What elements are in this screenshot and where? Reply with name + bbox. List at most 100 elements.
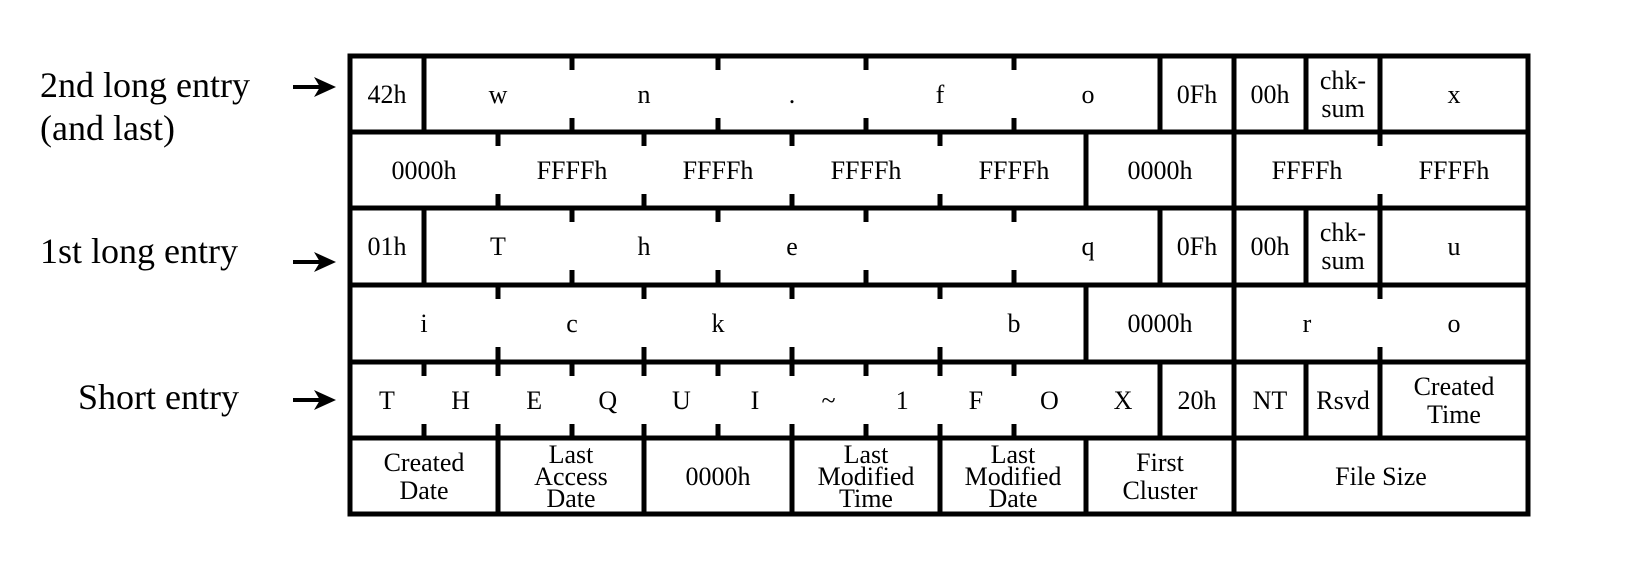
cell-text: NT [1253,386,1288,415]
name-char-cell: FFFFh [683,156,754,185]
cell-text: 1 [896,386,909,415]
cell-text: FFFFh [831,156,902,185]
cell-text: sum [1321,246,1364,275]
type-cell: 00h [1251,80,1290,109]
name-char-cell: E [526,386,542,415]
second-long-entry-label: 2nd long entry (and last) [40,64,250,150]
cell-text: File Size [1335,462,1427,491]
cell-text: i [420,309,427,338]
cell-text: b [1008,309,1021,338]
attribute-cell: 0Fh [1177,232,1217,261]
arrow-right-icon [293,77,336,97]
checksum-cell: chk-sum [1320,66,1366,123]
name-char-cell: . [789,80,796,109]
second-long-entry-label-line1: 2nd long entry [40,65,250,105]
cell-text: k [712,309,725,338]
cell-text: T [490,232,506,261]
cell-text: Created [384,448,465,477]
type-cell: 00h [1251,232,1290,261]
arrow-right-icon [293,390,336,410]
name-char-cell: 0000h [392,156,457,185]
cell-text: 00h [1251,80,1290,109]
ordinal-cell: 42h [368,80,407,109]
name-char-cell: r [1303,309,1312,338]
entry-row: 42h w n. f o 0Fh 00h chk-sum x [368,56,1461,132]
name-char-cell: o [1082,80,1095,109]
cell-text: ~ [822,386,836,415]
name-char-cell: F [969,386,983,415]
cell-text: chk- [1320,218,1366,247]
table-border [347,53,1531,517]
name-char-cell: e [786,232,798,261]
cell-text: First [1136,448,1184,477]
cell-text: Last [549,440,595,469]
name-char-cell: Q [598,386,617,415]
arrow-right-icon [293,252,336,272]
name-char-cell: FFFFh [831,156,902,185]
name-char-cell: n [638,80,651,109]
cell-text: U [672,386,691,415]
cell-text: u [1448,232,1461,261]
name-char-cell: FFFFh [979,156,1050,185]
cluster-cell: 0000h [1128,156,1193,185]
cell-text: 0000h [1128,156,1193,185]
attribute-cell: 20h [1178,386,1217,415]
cell-text: 0Fh [1177,80,1217,109]
cell-text: E [526,386,542,415]
cell-text: Last [991,440,1037,469]
cell-text: Time [839,484,893,513]
name-char-cell: ~ [822,386,836,415]
name-char-cell: f [936,80,945,109]
cell-text: Modified [818,462,915,491]
name-char-cell: i [420,309,427,338]
cell-text: q [1082,232,1095,261]
name-char-cell: T [490,232,506,261]
cell-text: 0Fh [1177,232,1217,261]
name-char-cell: 1 [896,386,909,415]
checksum-cell: chk-sum [1320,218,1366,275]
cell-text: 20h [1178,386,1217,415]
cell-text: Modified [965,462,1062,491]
cell-text: x [1448,80,1461,109]
cell-text: f [936,80,945,109]
cell-text: 0000h [1128,309,1193,338]
name-char-cell: q [1082,232,1095,261]
arrows [293,77,336,410]
ordinal-cell: 01h [368,232,407,261]
entry-row: CreatedDateLastAccessDate0000hLastModifi… [384,438,1427,514]
cell-text: FFFFh [683,156,754,185]
cell-text: w [489,80,508,109]
name-char-cell: h [638,232,651,261]
cell-text: F [969,386,983,415]
cell-text: X [1114,386,1133,415]
cell-text: T [379,386,395,415]
cell-text: e [786,232,798,261]
cell-text: Last [844,440,890,469]
name-char-cell: c [566,309,578,338]
cell-text: Q [598,386,617,415]
cell-text: n [638,80,651,109]
cell-text: 42h [368,80,407,109]
name-char-cell: u [1448,232,1461,261]
cell-text: o [1082,80,1095,109]
cell-text: r [1303,309,1312,338]
cluster-cell: 0000h [1128,309,1193,338]
cell-text: FFFFh [1419,156,1490,185]
name-char-cell: X [1114,386,1133,415]
name-char-cell: x [1448,80,1461,109]
cell-text: 01h [368,232,407,261]
cell-text: Access [534,462,608,491]
cell-text: Date [988,484,1037,513]
cell-text: Cluster [1122,476,1197,505]
cell-text: h [638,232,651,261]
file-size-cell: File Size [1335,462,1427,491]
